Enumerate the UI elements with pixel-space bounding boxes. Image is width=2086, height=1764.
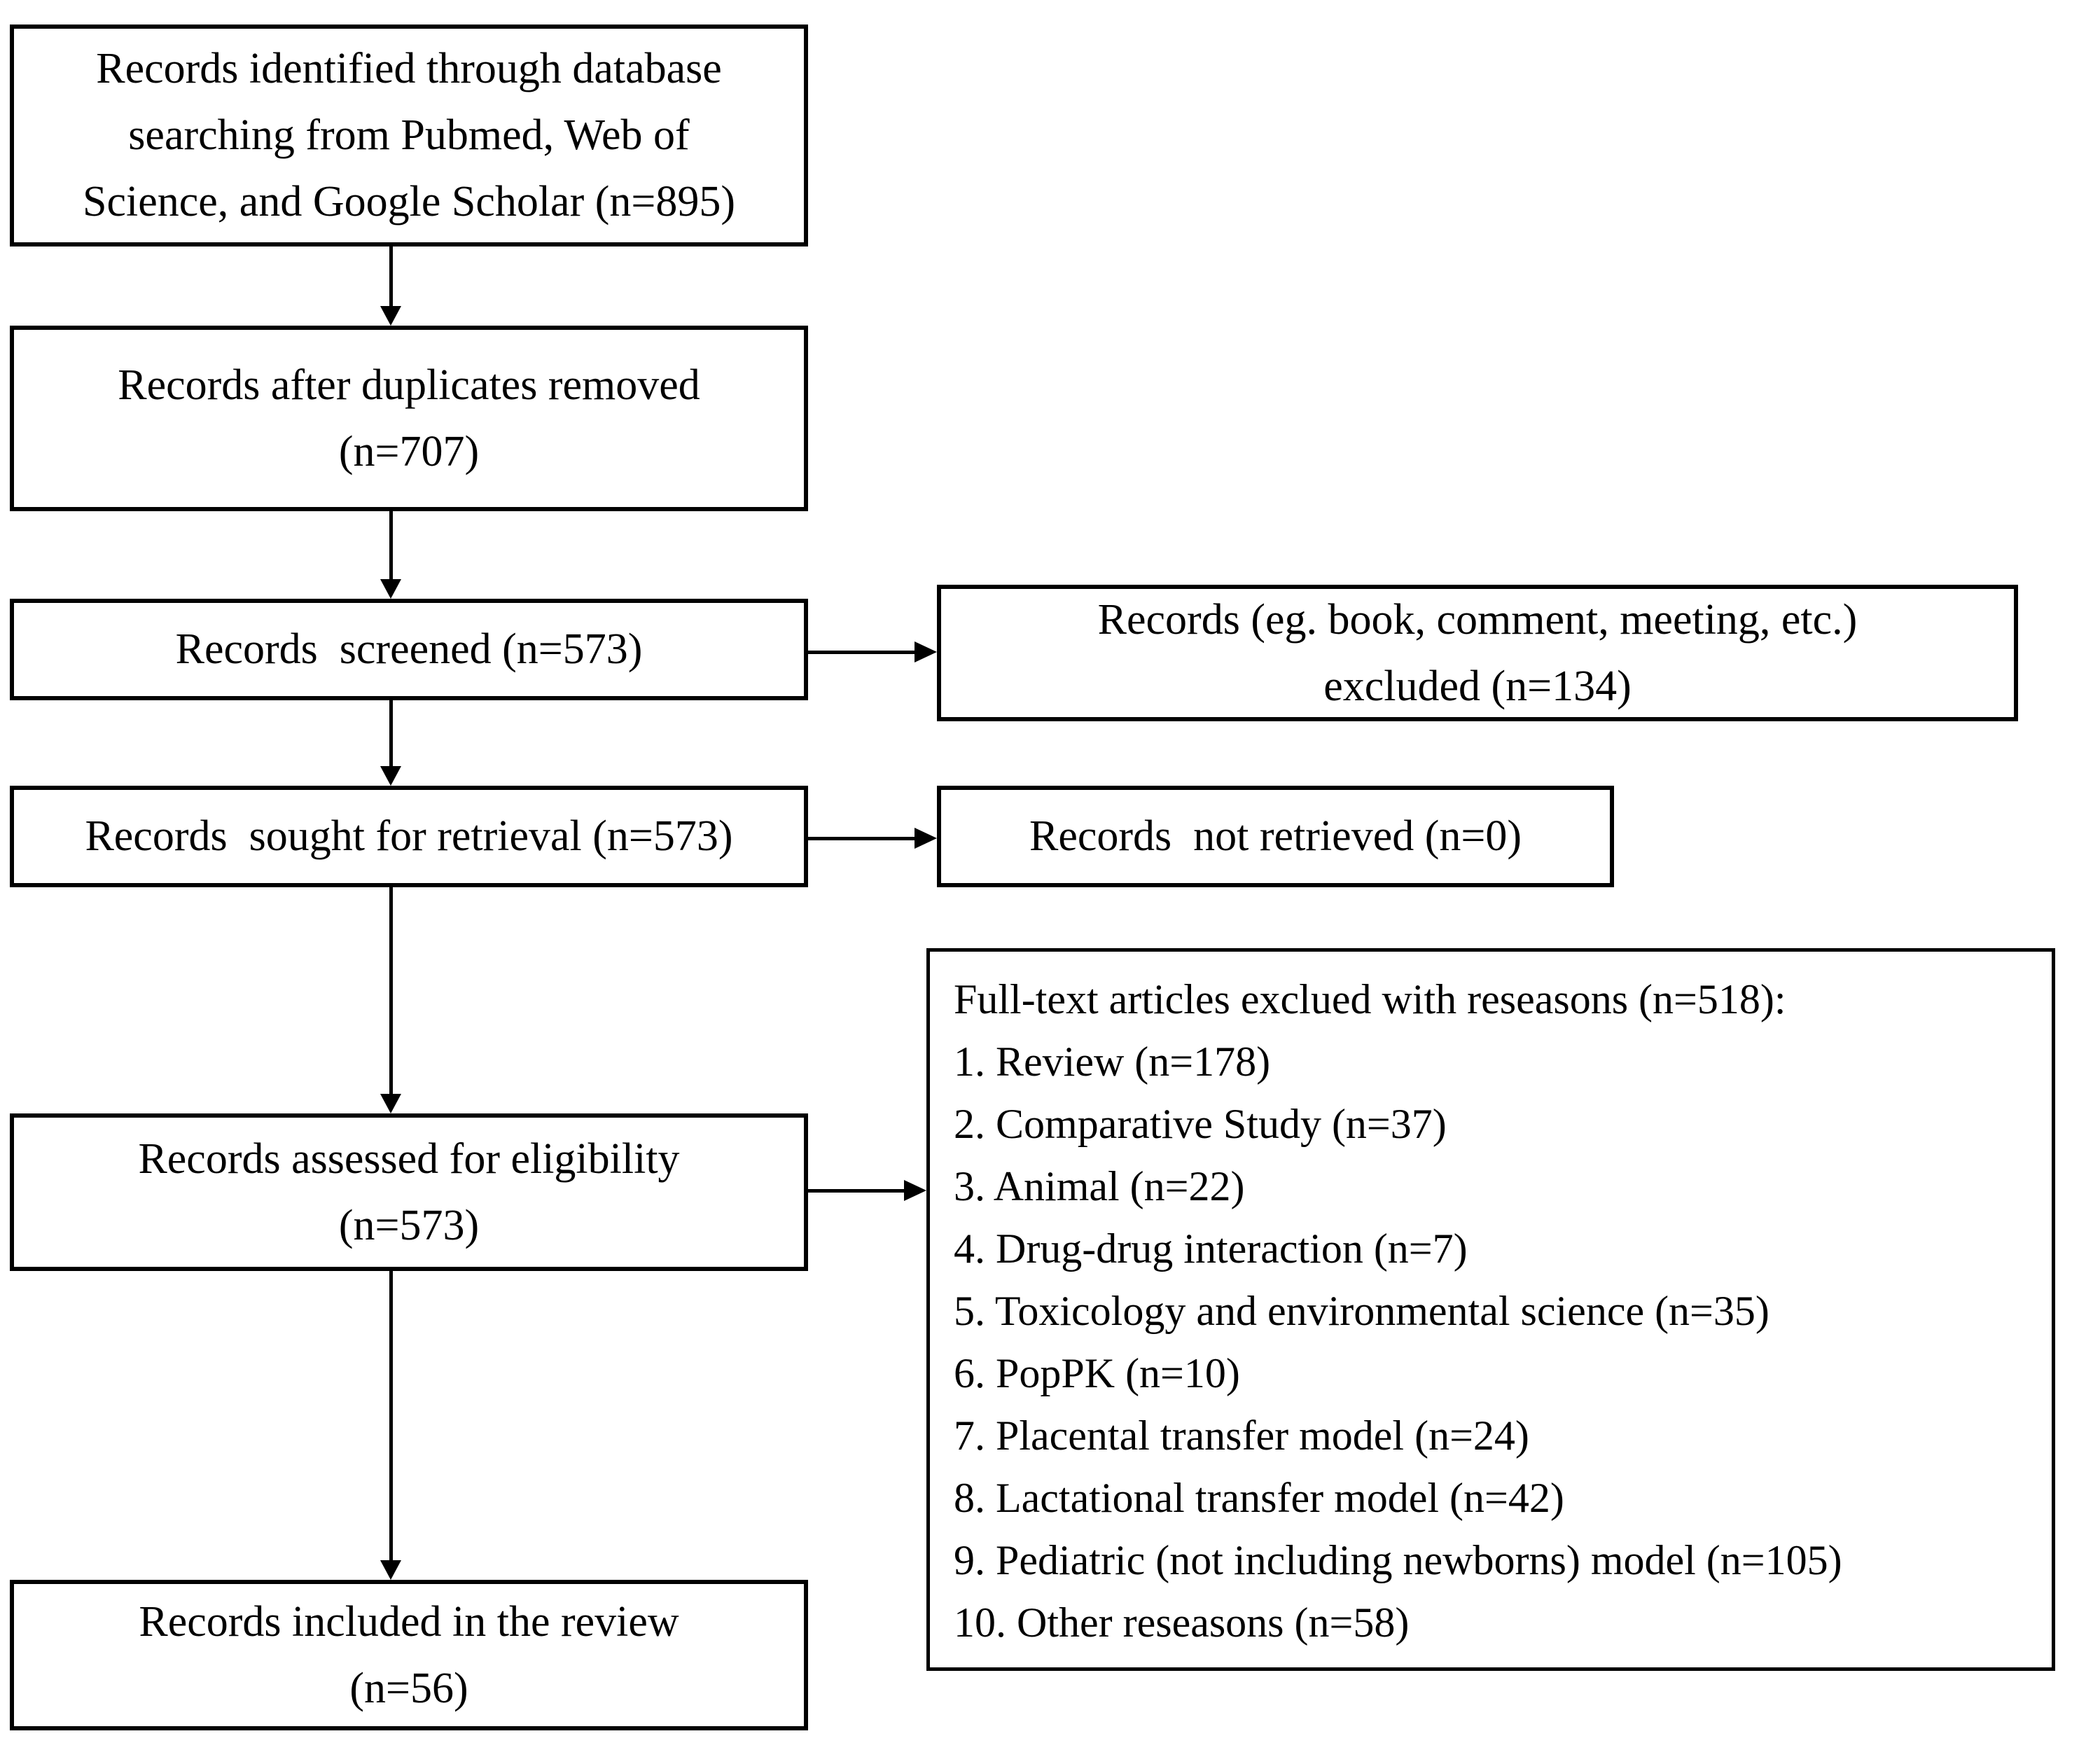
exclusion-reason-item: 7. Placental transfer model (n=24) [954,1412,1529,1459]
box-duplicates-removed: Records after duplicates removed (n=707) [10,326,808,511]
exclusion-reason-item: 8. Lactational transfer model (n=42) [954,1475,1564,1521]
exclusion-reason-item: 4. Drug-drug interaction (n=7) [954,1225,1468,1272]
box-records-identified-line: searching from Pubmed, Web of [128,111,690,159]
arrow-screened-to-excluded-head [915,641,937,662]
box-records-included-line: Records included in the review [139,1597,679,1646]
arrow-assessed-to-fulltext-stem [808,1189,904,1193]
box-records-not-retrieved: Records not retrieved (n=0) [937,786,1614,887]
exclusion-reason-item: 2. Comparative Study (n=37) [954,1101,1447,1147]
box-duplicates-removed-line: (n=707) [338,427,480,475]
fulltext-exclusions-title: Full-text articles exclued with reseason… [954,976,1786,1022]
arrow-screened-to-sought-head [380,766,401,786]
box-records-assessed-line: Records assessed for eligibility [138,1134,680,1183]
arrow-screened-to-sought-stem [389,700,393,766]
box-records-screened: Records screened (n=573) [10,599,808,700]
arrow-sought-to-assessed-head [380,1094,401,1113]
box-records-included-line: (n=56) [349,1664,468,1712]
box-records-sought-line: Records sought for retrieval (n=573) [85,812,733,860]
box-records-screened-line: Records screened (n=573) [175,625,643,673]
box-records-not-retrieved-line: Records not retrieved (n=0) [1029,812,1522,860]
box-duplicates-removed-line: Records after duplicates removed [118,361,700,409]
exclusion-reason-item: 10. Other reseasons (n=58) [954,1599,1410,1646]
box-records-identified: Records identified through database sear… [10,25,808,246]
box-records-assessed-line: (n=573) [338,1201,480,1249]
arrow-assessed-to-included-head [380,1560,401,1580]
exclusion-reason-item: 9. Pediatric (not including newborns) mo… [954,1537,1842,1583]
exclusion-reason-item: 1. Review (n=178) [954,1039,1271,1085]
arrow-sought-to-assessed-stem [389,887,393,1094]
box-records-sought: Records sought for retrieval (n=573) [10,786,808,887]
box-records-excluded-line: Records (eg. book, comment, meeting, etc… [1097,595,1858,644]
box-records-excluded-line: excluded (n=134) [1323,662,1632,710]
exclusion-reason-item: 3. Animal (n=22) [954,1163,1245,1209]
exclusion-reason-item: 6. PopPK (n=10) [954,1350,1240,1396]
box-records-included: Records included in the review (n=56) [10,1580,808,1730]
exclusion-reason-item: 5. Toxicology and environmental science … [954,1288,1769,1334]
arrow-identified-to-deduplicated-stem [389,246,393,306]
arrow-assessed-to-included-stem [389,1271,393,1560]
box-records-identified-line: Science, and Google Scholar (n=895) [83,178,735,225]
box-fulltext-exclusions: Full-text articles exclued with reseason… [926,948,2055,1671]
box-records-identified-line: Records identified through database [96,45,722,92]
box-records-assessed: Records assessed for eligibility (n=573) [10,1113,808,1271]
arrow-sought-to-not-retrieved-stem [808,837,915,840]
arrow-screened-to-excluded-stem [808,651,915,654]
arrow-sought-to-not-retrieved-head [915,828,937,849]
arrow-identified-to-deduplicated-head [380,306,401,326]
arrow-assessed-to-fulltext-head [904,1180,926,1201]
arrow-deduplicated-to-screened-stem [389,511,393,579]
box-records-excluded: Records (eg. book, comment, meeting, etc… [937,585,2018,721]
arrow-deduplicated-to-screened-head [380,579,401,599]
